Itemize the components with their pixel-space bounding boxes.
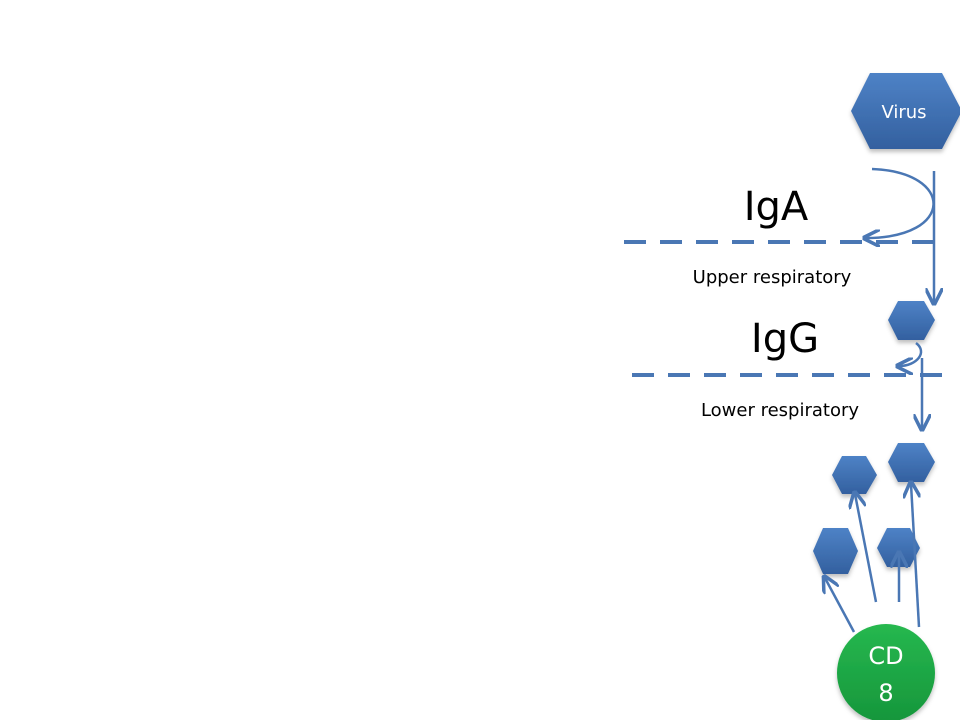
cd8-circle: [837, 624, 935, 720]
virus-particle-lower-3: [813, 528, 858, 574]
cd8-arrow-2: [855, 494, 878, 603]
cd8-cell-node: CD 8: [837, 624, 935, 720]
virus-label: Virus: [881, 102, 926, 123]
igg-label: IgG: [751, 316, 819, 362]
cd8-label-line2: 8: [878, 679, 893, 707]
virus-particle-lower-1: [888, 443, 935, 482]
igg-blocked-arrow: [899, 342, 923, 366]
virus-particle-lower-4: [877, 528, 920, 567]
iga-blocked-arrow: [866, 167, 935, 238]
lower-respiratory-label: Lower respiratory: [701, 400, 859, 421]
upper-respiratory-label: Upper respiratory: [693, 267, 852, 288]
cd8-arrow-1: [825, 578, 856, 633]
virus-hexagon: [851, 73, 960, 149]
virus-node: Virus: [851, 73, 960, 149]
cd8-label-line1: CD: [868, 642, 903, 670]
iga-label: IgA: [744, 184, 809, 230]
cd8-arrow-4: [911, 484, 919, 628]
virus-particle-upper: [888, 301, 935, 340]
virus-particle-lower-2: [832, 456, 877, 494]
